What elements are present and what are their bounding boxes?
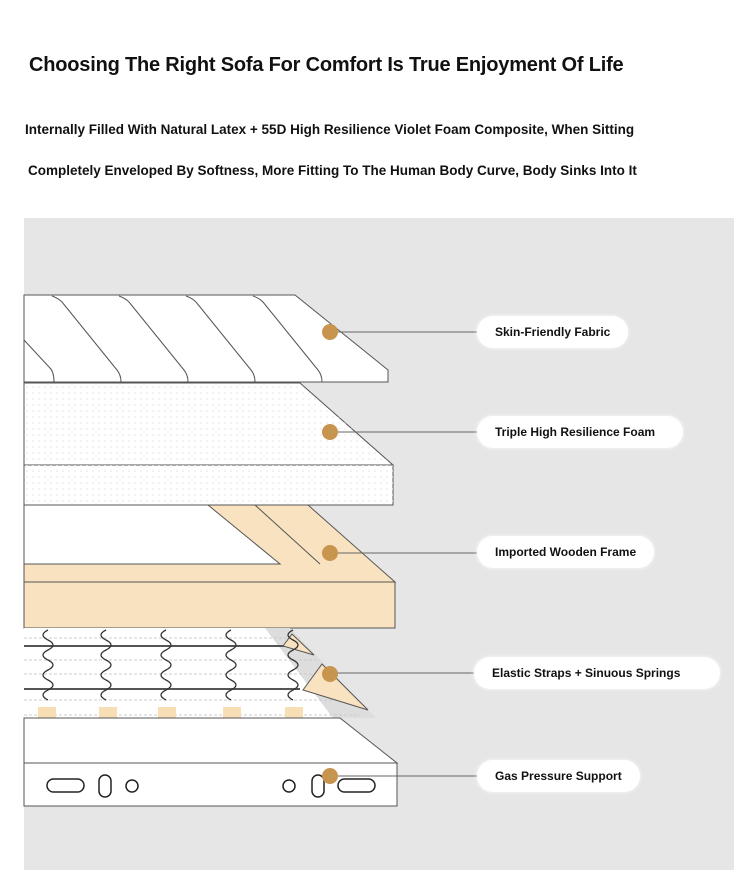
wooden-frame-layer <box>23 504 397 629</box>
marker-dot <box>322 545 338 561</box>
gas-pressure-base-layer <box>23 717 399 807</box>
description-line-1: Internally Filled With Natural Latex + 5… <box>25 122 635 137</box>
label-gas-pressure: Gas Pressure Support <box>477 760 640 792</box>
label-fabric: Skin-Friendly Fabric <box>477 316 629 348</box>
label-wooden-frame: Imported Wooden Frame <box>477 536 655 568</box>
label-springs: Elastic Straps + Sinuous Springs <box>474 657 720 689</box>
marker-dot <box>322 424 338 440</box>
page-title: Choosing The Right Sofa For Comfort Is T… <box>29 54 624 76</box>
marker-dot <box>322 768 338 784</box>
label-foam: Triple High Resilience Foam <box>477 416 683 448</box>
marker-dot <box>322 324 338 340</box>
fabric-layer <box>23 294 389 383</box>
marker-dot <box>322 666 338 682</box>
springs-layer <box>24 628 376 718</box>
description-line-2: Completely Enveloped By Softness, More F… <box>28 163 637 178</box>
foam-layer <box>23 382 395 506</box>
